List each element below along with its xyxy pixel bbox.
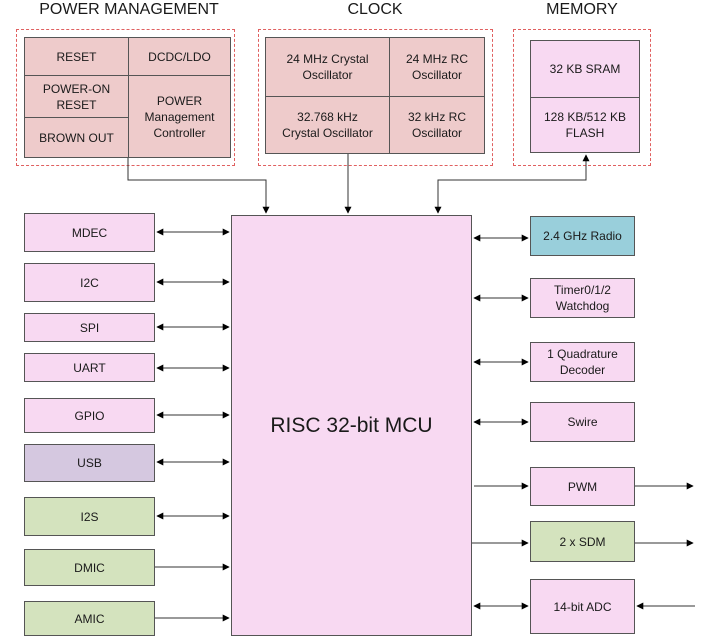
usb-block: USB <box>24 444 155 482</box>
power-to-mcu-line <box>127 158 270 214</box>
pwm-block: PWM <box>530 467 635 506</box>
power-management-controller-block: POWER Management Controller <box>128 75 231 158</box>
amic-block: AMIC <box>24 601 155 636</box>
flash-block: 128 KB/512 KB FLASH <box>530 97 640 153</box>
mdec-block: MDEC <box>24 213 155 252</box>
radio-block: 2.4 GHz Radio <box>530 216 635 256</box>
spi-block: SPI <box>24 313 155 342</box>
swire-block: Swire <box>530 402 635 442</box>
rc-24mhz-block: 24 MHz RC Oscillator <box>389 37 485 97</box>
memory-title: MEMORY <box>546 1 618 18</box>
clock-title: CLOCK <box>347 1 403 18</box>
crystal-32khz-block: 32.768 kHz Crystal Oscillator <box>265 96 390 154</box>
power-management-title: POWER MANAGEMENT <box>39 1 219 18</box>
power-management-group <box>16 29 235 166</box>
dmic-block: DMIC <box>24 549 155 586</box>
adc-block: 14-bit ADC <box>530 579 635 634</box>
brown-out-block: BROWN OUT <box>24 117 129 158</box>
gpio-block: GPIO <box>24 398 155 433</box>
sdm-block: 2 x SDM <box>530 521 635 562</box>
uart-block: UART <box>24 353 155 382</box>
i2s-block: I2S <box>24 497 155 536</box>
mcu-core-block: RISC 32-bit MCU <box>231 215 472 636</box>
memory-to-mcu-line <box>434 154 590 214</box>
i2c-block: I2C <box>24 263 155 302</box>
clock-group <box>258 29 493 166</box>
quadrature-decoder-block: 1 Quadrature Decoder <box>530 342 635 382</box>
rc-32khz-block: 32 kHz RC Oscillator <box>389 96 485 154</box>
crystal-24mhz-block: 24 MHz Crystal Oscillator <box>265 37 390 97</box>
timer-watchdog-block: Timer0/1/2 Watchdog <box>530 278 635 318</box>
dcdc-ldo-block: DCDC/LDO <box>128 37 231 76</box>
